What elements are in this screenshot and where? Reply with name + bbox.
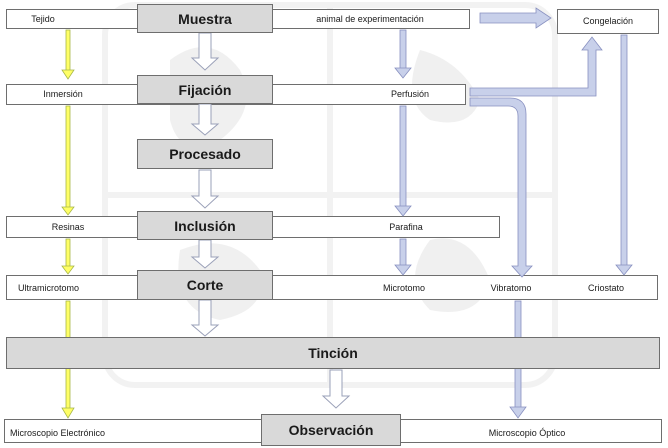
center-arrow-tincion-observacion bbox=[321, 369, 351, 409]
stage-inclusion: Inclusión bbox=[137, 211, 273, 240]
yellow-arrow-tejido-inmersion bbox=[61, 29, 75, 80]
label-resinas: Resinas bbox=[51, 222, 85, 232]
label-parafina: Parafina bbox=[389, 222, 423, 232]
yellow-arrow-inmersion-resinas bbox=[61, 105, 75, 216]
center-arrow-inclusion-corte bbox=[190, 239, 220, 269]
label-ultramicrotomo: Ultramicrotomo bbox=[18, 283, 80, 293]
label-perfusion: Perfusión bbox=[390, 89, 430, 99]
blue-arrow-perfusion-parafina bbox=[394, 105, 412, 217]
label-microtomo: Microtomo bbox=[382, 283, 426, 293]
label-congelacion: Congelación bbox=[582, 16, 634, 26]
center-arrow-muestra-fijacion bbox=[190, 32, 220, 71]
blue-arrow-animal-perfusion bbox=[394, 29, 412, 79]
center-arrow-fijacion-procesado bbox=[190, 103, 220, 136]
congelacion-box bbox=[557, 9, 659, 34]
center-arrow-procesado-inclusion bbox=[190, 169, 220, 209]
stage-fijacion: Fijación bbox=[137, 75, 273, 104]
label-tejido: Tejido bbox=[31, 14, 55, 24]
stage-procesado: Procesado bbox=[137, 139, 273, 169]
label-vibratomo: Vibratomo bbox=[490, 283, 532, 293]
label-microscopio-optico: Microscopio Óptico bbox=[488, 428, 566, 438]
label-animal-experimentacion: animal de experimentación bbox=[316, 14, 424, 24]
blue-arrow-perfusion-vibratomo bbox=[469, 97, 533, 278]
label-criostato: Criostato bbox=[587, 283, 625, 293]
blue-arrow-perfusion-congelacion bbox=[469, 36, 603, 97]
label-microscopio-electronico: Microscopio Electrónico bbox=[10, 428, 106, 438]
label-inmersion: Inmersión bbox=[43, 89, 83, 99]
blue-arrow-congelacion-criostato bbox=[615, 34, 633, 276]
row-corte-band bbox=[6, 275, 658, 300]
blue-arrow-parafina-microtomo bbox=[394, 238, 412, 276]
stage-tincion: Tinción bbox=[6, 337, 660, 369]
stage-corte: Corte bbox=[137, 270, 273, 300]
stage-observacion: Observación bbox=[261, 414, 401, 446]
center-arrow-corte-tincion bbox=[190, 299, 220, 337]
blue-arrow-animal-congelacion bbox=[479, 7, 552, 29]
stage-muestra: Muestra bbox=[137, 4, 273, 33]
yellow-arrow-resinas-ultramicrotomo bbox=[61, 238, 75, 275]
